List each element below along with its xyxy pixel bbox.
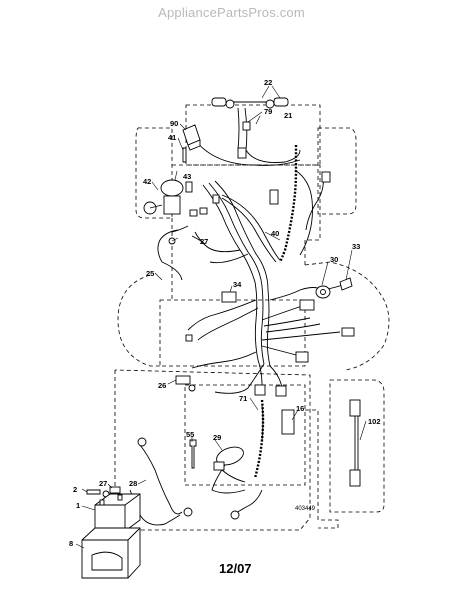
coiled-wire-71 — [253, 399, 265, 479]
callout-25: 25 — [146, 269, 154, 278]
callout-71: 71 — [239, 394, 247, 403]
screw-2 — [86, 489, 101, 495]
switch-30 — [315, 285, 331, 299]
drawing-code: 403449 — [295, 506, 316, 512]
callout-55: 55 — [186, 430, 194, 439]
battery-tray — [81, 527, 141, 579]
callout-42: 42 — [143, 177, 151, 186]
terminal-27-battery — [109, 486, 121, 494]
callout-102: 102 — [368, 417, 381, 426]
main-wire-harness — [129, 107, 346, 526]
switch-16 — [281, 409, 295, 435]
chassis-outline — [114, 104, 390, 531]
module-29 — [213, 446, 244, 471]
callout-1: 1 — [76, 501, 80, 510]
callout-8: 8 — [69, 539, 73, 548]
front-left-wheel-outline — [135, 127, 173, 219]
plug-connector-b — [199, 207, 208, 215]
plug-connector-c — [212, 194, 220, 204]
headlight-right-bulb — [273, 97, 289, 107]
plug-connector-j — [275, 385, 287, 397]
callout-41: 41 — [168, 133, 176, 142]
cable-102 — [349, 399, 361, 487]
callout-21: 21 — [284, 111, 292, 120]
plug-33 — [339, 277, 353, 291]
ring-terminal-28b — [183, 507, 193, 517]
headlight-left-socket — [225, 99, 235, 109]
ring-terminal-26 — [188, 384, 196, 392]
light-connector — [237, 147, 247, 159]
light-plug — [242, 121, 251, 131]
callout-34: 34 — [233, 280, 242, 289]
callout-2: 2 — [73, 485, 77, 494]
hood-outline — [185, 104, 321, 166]
connector-26 — [175, 375, 191, 385]
callout-79: 79 — [264, 107, 272, 116]
plug-connector-i — [254, 384, 266, 396]
callout-40: 40 — [271, 229, 279, 238]
revision-date: 12/07 — [219, 561, 252, 576]
plug-connector-a — [189, 209, 198, 217]
bolt-55 — [189, 439, 197, 469]
connector-34 — [221, 291, 237, 303]
callout-26: 26 — [158, 381, 166, 390]
plug-connector-e — [321, 171, 331, 183]
plug-connector-h — [295, 351, 309, 363]
callout-labels: 22 79 21 90 41 43 42 27 40 33 30 25 34 2… — [69, 78, 381, 548]
coiled-wire-40 — [278, 145, 298, 263]
front-right-wheel-outline — [317, 127, 357, 215]
headlight-assembly — [211, 97, 289, 109]
callout-27b: 27 — [99, 479, 107, 488]
ring-terminal-28a — [137, 437, 147, 447]
headlight-left-bulb — [211, 97, 227, 107]
solenoid-90 — [182, 124, 201, 151]
callout-90: 90 — [170, 119, 178, 128]
callout-22: 22 — [264, 78, 272, 87]
rear-frame-outline — [305, 409, 339, 529]
callout-30: 30 — [330, 255, 338, 264]
plug-connector-f — [299, 299, 315, 311]
deck-center-outline — [159, 299, 306, 367]
ignition-switch — [143, 179, 193, 215]
callout-27a: 27 — [200, 237, 208, 246]
plug-connector-d — [269, 189, 279, 205]
callout-33: 33 — [352, 242, 360, 251]
callout-28: 28 — [129, 479, 137, 488]
mower-deck-outline — [117, 261, 390, 371]
headlight-right-socket — [265, 99, 275, 109]
ring-terminal-28c — [230, 510, 240, 520]
plug-connector-g — [341, 327, 355, 337]
plug-connector-k — [185, 334, 193, 342]
battery — [94, 493, 141, 532]
leader-lines — [75, 85, 367, 549]
callout-43: 43 — [183, 172, 191, 181]
callout-16: 16 — [296, 404, 304, 413]
rear-right-wheel-outline — [329, 379, 385, 513]
screw-41 — [182, 147, 187, 163]
callout-29: 29 — [213, 433, 221, 442]
watermark: AppliancePartsPros.com — [158, 5, 305, 20]
